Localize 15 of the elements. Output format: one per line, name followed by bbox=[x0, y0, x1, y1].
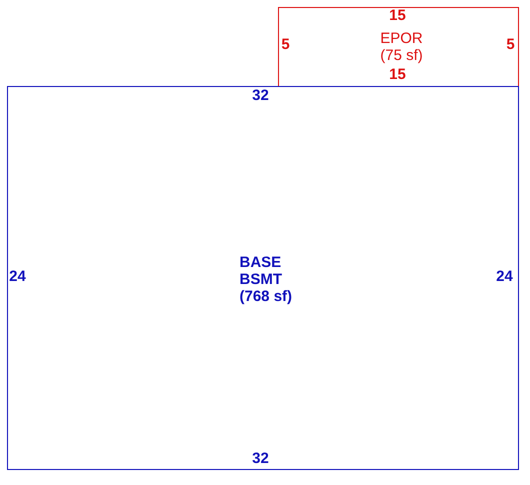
room-info: (768 sf) bbox=[240, 288, 292, 304]
dimension-label: 32 bbox=[252, 86, 269, 104]
dimension-label: 24 bbox=[9, 268, 26, 284]
dimension-label: 5 bbox=[506, 36, 515, 52]
dimension-label: 5 bbox=[281, 36, 290, 52]
dimension-label: 15 bbox=[389, 6, 406, 24]
room-outline bbox=[7, 86, 519, 470]
room-label: BSMT bbox=[240, 270, 282, 288]
dimension-label: 32 bbox=[252, 450, 269, 466]
room-info: (75 sf) bbox=[380, 46, 423, 64]
room-label: BASE bbox=[240, 254, 282, 270]
dimension-label: 15 bbox=[389, 66, 406, 82]
dimension-label: 24 bbox=[496, 268, 513, 284]
room-label: EPOR bbox=[380, 30, 423, 46]
room-outline bbox=[278, 7, 519, 87]
